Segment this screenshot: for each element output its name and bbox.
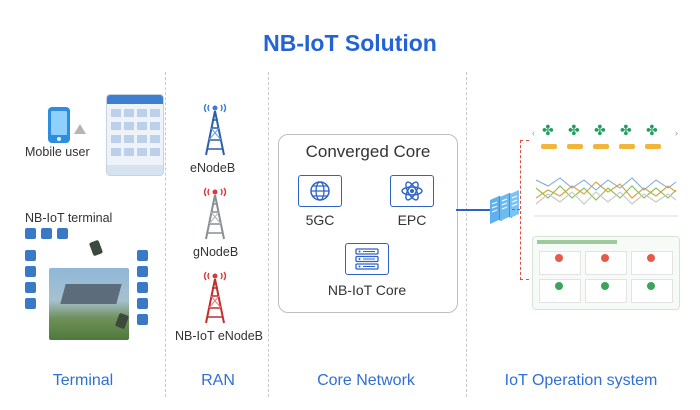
nbiot-core-label: NB-IoT Core	[327, 282, 407, 298]
atom-icon	[390, 175, 434, 207]
terminal-devices-cluster	[25, 226, 165, 341]
nbiot-enodeb-label: NB-IoT eNodeB	[175, 329, 264, 343]
converged-core-box	[278, 134, 458, 313]
trend-chart-thumbnail	[534, 168, 678, 223]
mobile-user-label: Mobile user	[25, 145, 90, 159]
ran-section-label: RAN	[201, 372, 235, 389]
device-grid-panel	[532, 236, 680, 310]
nbiot-terminal-label: NB-IoT terminal	[25, 211, 113, 225]
nbiot-enodeb-tower-icon	[200, 266, 230, 329]
enodeb-tower-icon	[200, 98, 230, 161]
divider	[165, 72, 166, 397]
smartphone-icon	[47, 106, 71, 149]
divider	[268, 72, 269, 397]
enodeb-label: eNodeB	[190, 161, 236, 175]
divider	[466, 72, 467, 397]
converged-core-title: Converged Core	[305, 142, 431, 161]
iot-operation-section-label: IoT Operation system	[504, 372, 658, 389]
dashboard-bracket	[520, 140, 529, 280]
gnodeb-tower-icon	[200, 182, 230, 245]
server-rack-icon	[488, 190, 522, 231]
globe-icon	[298, 175, 342, 207]
fan-status-panel: ‹ › ✤ ✤ ✤ ✤ ✤	[532, 120, 678, 154]
bracket-connector	[512, 209, 520, 210]
5gc-label: 5GC	[305, 212, 335, 228]
terminal-section-label: Terminal	[52, 372, 114, 389]
arrow-icon	[74, 124, 86, 134]
mobile-app-screenshot	[106, 94, 164, 176]
server-stack-icon	[345, 243, 389, 275]
gnodeb-label: gNodeB	[193, 245, 239, 259]
epc-label: EPC	[397, 212, 427, 228]
core-network-section-label: Core Network	[317, 372, 415, 389]
page-title: NB-IoT Solution	[263, 30, 437, 56]
connector-line	[456, 209, 490, 211]
